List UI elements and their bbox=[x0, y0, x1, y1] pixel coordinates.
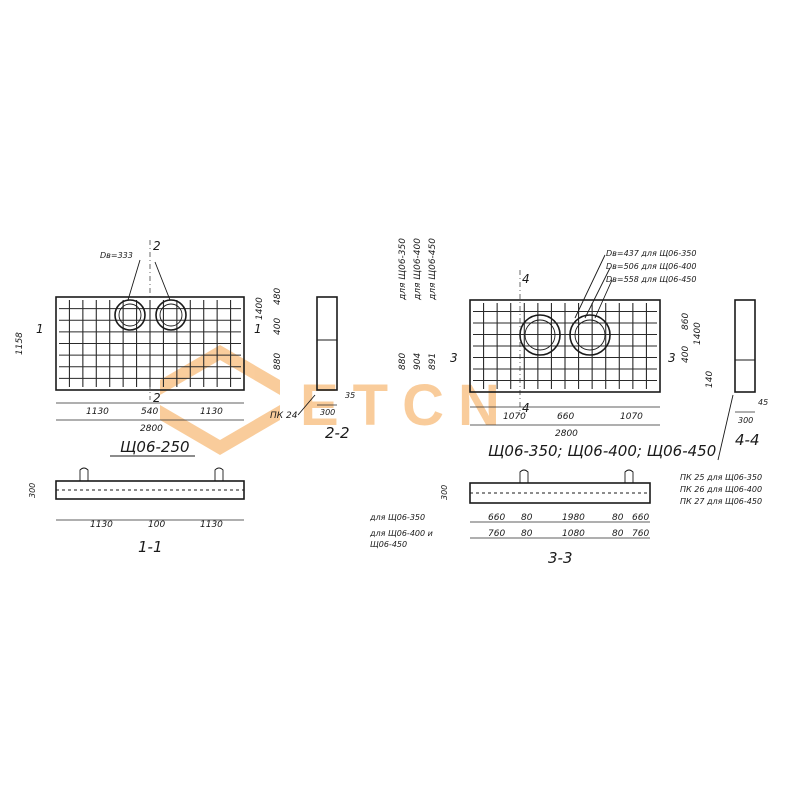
sec44-dim: 300 bbox=[738, 416, 753, 425]
section-2-2: 300 35 ПК 24 2-2 bbox=[270, 296, 355, 442]
logo-chevron-bottom bbox=[160, 405, 280, 455]
sec33-r1-1: 660 bbox=[488, 513, 505, 523]
right-dim-1: 1070 bbox=[503, 412, 526, 422]
sec22-dim: 300 bbox=[320, 408, 335, 417]
left-opening-1 bbox=[114, 299, 146, 331]
sec11-dim-1: 1130 bbox=[90, 520, 113, 530]
sec33-row1-label: для Щ06-350 bbox=[369, 513, 425, 522]
sec33-r2-3: 1080 bbox=[562, 529, 585, 539]
right-dim-r4: 140 bbox=[705, 371, 715, 388]
right-rebar-grid bbox=[473, 303, 657, 389]
right-dim-r1: 860 bbox=[681, 313, 691, 330]
right-section-side-r: 3 bbox=[668, 351, 676, 365]
sec33-hook-2 bbox=[624, 469, 634, 483]
sec11-hook-2 bbox=[214, 467, 224, 481]
sec44-label: 4-4 bbox=[735, 431, 760, 449]
sec44-leader bbox=[717, 394, 734, 461]
right-dim-r3: 1400 bbox=[693, 322, 703, 345]
right-diam-3: Dв=558 для Щ06-450 bbox=[606, 275, 696, 284]
sec33-label: 3-3 bbox=[548, 549, 573, 567]
left-dim-1: 1130 bbox=[86, 407, 109, 417]
right-panel-outline bbox=[469, 299, 661, 393]
left-title: Щ06-250 bbox=[120, 438, 190, 456]
left-dim-r2: 400 bbox=[273, 318, 283, 335]
sec44-pk-2: ПК 26 для Щ06-400 bbox=[680, 485, 762, 494]
sec44-dim2: 45 bbox=[758, 398, 768, 407]
left-dim-r1: 480 bbox=[273, 288, 283, 305]
sec33-r1-4: 80 bbox=[612, 513, 624, 523]
left-opening-2-inner bbox=[159, 303, 183, 327]
sec22-pk: ПК 24 bbox=[270, 411, 298, 421]
sec33-r1-2: 80 bbox=[521, 513, 533, 523]
right-left-label-3: для Щ06-450 bbox=[428, 238, 438, 301]
sec33-r2-4: 80 bbox=[612, 529, 624, 539]
logo-text: ETCN bbox=[300, 373, 514, 438]
sec33-r2-2: 80 bbox=[521, 529, 533, 539]
right-left-dim-1: 880 bbox=[398, 353, 408, 370]
right-opening-2 bbox=[569, 314, 611, 356]
sec22-leader bbox=[297, 394, 316, 416]
right-section-bottom: 4 bbox=[522, 401, 530, 415]
sec22-dim2: 35 bbox=[345, 391, 355, 400]
left-diameter-label: Dв=333 bbox=[100, 251, 133, 260]
left-dim-r3: 880 bbox=[273, 353, 283, 370]
left-section-side-r: 1 bbox=[254, 322, 262, 336]
sec33-height: 300 bbox=[440, 485, 449, 500]
left-opening-2 bbox=[155, 299, 187, 331]
left-height-total: 1400 bbox=[255, 297, 265, 320]
left-diam-leader bbox=[127, 259, 171, 301]
section-4-4: 300 45 4-4 ПК 25 для Щ06-350 ПК 26 для Щ… bbox=[680, 299, 768, 506]
sec11-height: 300 bbox=[28, 483, 37, 498]
sec33-r1-3: 1980 bbox=[562, 513, 585, 523]
right-opening-1-inner bbox=[524, 319, 556, 351]
left-section-side-l: 1 bbox=[36, 322, 44, 336]
logo-chevron-top bbox=[160, 345, 280, 395]
sec33-r2-5: 760 bbox=[632, 529, 649, 539]
right-section-side-l: 3 bbox=[450, 351, 458, 365]
left-opening-1-inner bbox=[118, 303, 142, 327]
right-dim-2: 660 bbox=[557, 412, 574, 422]
right-left-label-1: для Щ06-350 bbox=[398, 238, 408, 301]
sec33-r2-1: 760 bbox=[488, 529, 505, 539]
sec22-label: 2-2 bbox=[325, 424, 350, 442]
sec33-hook-1 bbox=[519, 469, 529, 483]
right-diam-leaders bbox=[574, 254, 613, 319]
section-3-3: 300 для Щ06-350 для Щ06-400 и Щ06-450 66… bbox=[369, 469, 651, 567]
right-diam-1: Dв=437 для Щ06-350 bbox=[606, 249, 696, 258]
sec33-row2-label2: Щ06-450 bbox=[370, 540, 407, 549]
sec33-r1-5: 660 bbox=[632, 513, 649, 523]
left-total-dim: 2800 bbox=[140, 424, 163, 434]
right-title: Щ06-350; Щ06-400; Щ06-450 bbox=[488, 442, 716, 460]
left-section-bottom: 2 bbox=[153, 391, 161, 405]
right-dim-3: 1070 bbox=[620, 412, 643, 422]
left-plan-view: Dв=333 2 2 1 1 1130 540 1130 2800 1158 1… bbox=[15, 239, 283, 457]
right-left-label-2: для Щ06-400 bbox=[413, 238, 423, 301]
right-opening-2-inner bbox=[574, 319, 606, 351]
left-section-top: 2 bbox=[153, 239, 161, 253]
sec11-dim-3: 1130 bbox=[200, 520, 223, 530]
sec11-label: 1-1 bbox=[138, 538, 163, 556]
sec11-hook-1 bbox=[79, 467, 89, 481]
right-left-dim-2: 904 bbox=[413, 353, 423, 370]
sec11-outline bbox=[55, 480, 245, 500]
right-section-top: 4 bbox=[522, 272, 530, 286]
sec22-outline bbox=[316, 296, 338, 391]
left-dim-3: 1130 bbox=[200, 407, 223, 417]
sec44-pk-1: ПК 25 для Щ06-350 bbox=[680, 473, 762, 482]
right-dim-r2: 400 bbox=[681, 346, 691, 363]
right-total-dim: 2800 bbox=[555, 429, 578, 439]
left-height-dim: 1158 bbox=[15, 332, 25, 355]
right-diam-2: Dв=506 для Щ06-400 bbox=[606, 262, 696, 271]
section-1-1: 300 1130 100 1130 1-1 bbox=[28, 467, 245, 556]
sec11-dim-2: 100 bbox=[148, 520, 165, 530]
right-plan-view: Dв=437 для Щ06-350 Dв=506 для Щ06-400 Dв… bbox=[398, 238, 716, 460]
sec44-pk-3: ПК 27 для Щ06-450 bbox=[680, 497, 762, 506]
etcn-watermark-logo: ETCN bbox=[160, 345, 514, 455]
right-left-dim-3: 891 bbox=[428, 353, 438, 370]
sec33-row2-label: для Щ06-400 и bbox=[369, 529, 433, 538]
sec44-outline bbox=[734, 299, 756, 393]
left-dim-2: 540 bbox=[141, 407, 158, 417]
